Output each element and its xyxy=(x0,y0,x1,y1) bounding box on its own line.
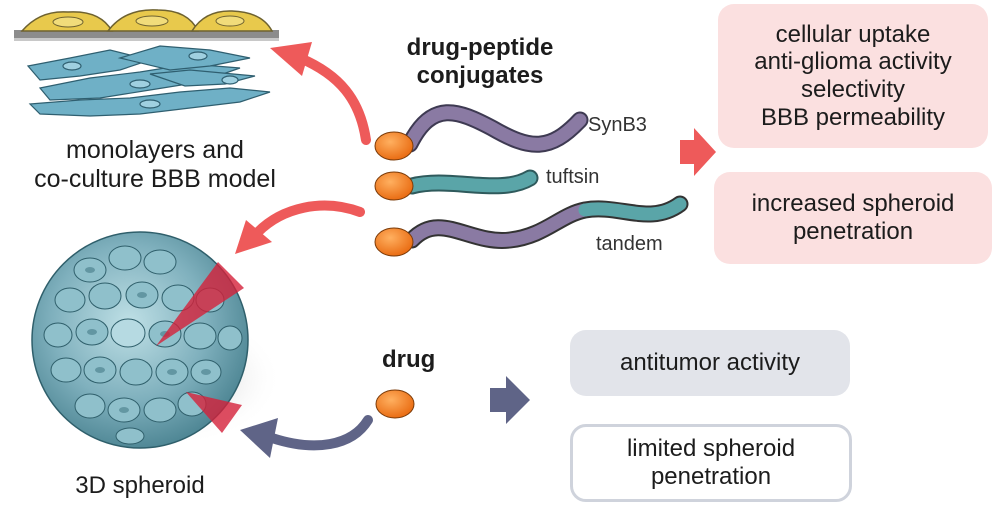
outcome-line: penetration xyxy=(650,463,772,490)
drug-molecule xyxy=(374,171,414,201)
navy-arrow-to-spheroid xyxy=(240,415,373,458)
conjugates-title: drug-peptide conjugates xyxy=(370,34,590,89)
bbb-model-illustration xyxy=(14,9,279,117)
tuftsin-peptide-chain xyxy=(405,171,537,193)
navy-block-arrow xyxy=(490,376,530,424)
red-arrow-to-spheroid xyxy=(235,200,365,254)
peptide-label-tandem: tandem xyxy=(596,233,663,255)
drug-label: drug xyxy=(382,346,436,373)
conjugate-outcome-box-1: cellular uptake anti-glioma activity sel… xyxy=(718,4,988,148)
outcome-line: increased spheroid xyxy=(751,190,955,218)
astrocyte-cells xyxy=(26,45,271,117)
red-block-arrow xyxy=(680,128,716,176)
transwell-membrane xyxy=(14,30,279,38)
tandem-tuftsin-segment xyxy=(578,197,687,221)
spheroid-illustration xyxy=(31,231,282,449)
peptide-label-synb3: SynB3 xyxy=(588,114,647,136)
drug-outcome-box-1: antitumor activity xyxy=(570,330,850,396)
bbb-model-label-line: co-culture BBB model xyxy=(34,164,276,193)
conjugate-outcome-box-2: increased spheroid penetration xyxy=(714,172,992,264)
free-drug-molecule xyxy=(375,389,415,419)
conjugates-title-line: conjugates xyxy=(416,61,544,89)
drug-molecule xyxy=(374,131,414,161)
outcome-line: BBB permeability xyxy=(760,103,946,131)
drug-molecule xyxy=(374,227,414,257)
conjugate-synb3 xyxy=(374,104,589,161)
shallow-penetration-wedge xyxy=(186,392,242,433)
outcome-line: penetration xyxy=(792,218,914,245)
deep-penetration-wedge xyxy=(156,262,244,346)
outcome-line: cellular uptake xyxy=(775,20,931,48)
conjugate-tuftsin xyxy=(374,169,539,201)
outcome-line: antitumor activity xyxy=(619,349,801,377)
outcome-line: selectivity xyxy=(800,76,906,103)
red-arrow-to-bbb xyxy=(270,42,371,145)
outcome-line: limited spheroid xyxy=(626,435,796,463)
endothelial-cells xyxy=(20,9,274,32)
drug-outcome-box-2: limited spheroid penetration xyxy=(570,424,852,502)
outcome-line: anti-glioma activity xyxy=(754,48,952,76)
peptide-label-tuftsin: tuftsin xyxy=(546,166,600,188)
spheroid-label: 3D spheroid xyxy=(75,472,205,499)
bbb-model-label-line: monolayers and xyxy=(66,136,244,164)
conjugates-title-line: drug-peptide xyxy=(406,34,554,61)
conjugate-tandem xyxy=(374,195,689,257)
bbb-model-label: monolayers and co-culture BBB model xyxy=(20,136,290,194)
synb3-peptide-chain xyxy=(403,106,587,151)
tandem-synb3-segment xyxy=(405,203,592,247)
